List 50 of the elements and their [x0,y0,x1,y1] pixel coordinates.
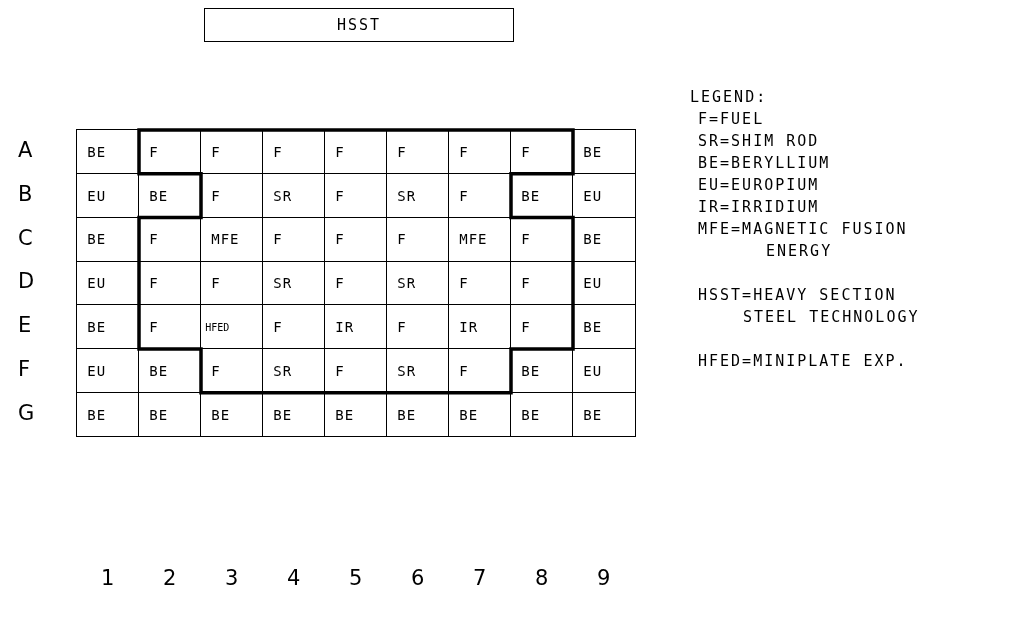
grid-cell: F [510,304,574,350]
grid-cell: BE [572,392,636,438]
column-label: 4 [287,566,301,590]
title-box: HSST [204,8,514,42]
column-label: 8 [535,566,549,590]
legend-entry: MFE=MAGNETIC FUSION ENERGY [698,219,908,262]
grid-cell: F [324,348,388,394]
column-label: 9 [597,566,611,590]
column-label: 7 [473,566,487,590]
grid-cell: SR [262,348,326,394]
column-label: 6 [411,566,425,590]
legend-entry: IR=IRRIDIUM [698,197,820,218]
grid-cell: SR [386,348,450,394]
legend-entry: BE=BERYLLIUM [698,153,831,174]
grid-cell: HFED [200,304,264,350]
legend-title: LEGEND: [690,87,768,108]
legend-entry: F=FUEL [698,109,765,130]
grid-cell: IR [324,304,388,350]
column-label: 5 [349,566,363,590]
grid-cell: BE [76,392,140,438]
column-label: 2 [163,566,177,590]
row-label: E [18,313,32,338]
grid-cell: EU [572,173,636,219]
grid-cell: EU [76,348,140,394]
grid-cell: F [386,304,450,350]
legend-entry: HFED=MINIPLATE EXP. [698,351,908,372]
grid-cell: F [324,173,388,219]
legend-entry: HSST=HEAVY SECTION STEEL TECHNOLOGY [698,285,921,328]
grid-cell: BE [138,392,202,438]
grid-cell: BE [510,392,574,438]
row-label: D [18,269,35,294]
grid-cell: EU [76,173,140,219]
legend-entry: SR=SHIM ROD [698,131,820,152]
row-label: G [18,400,35,425]
column-label: 1 [101,566,115,590]
column-label: 3 [225,566,239,590]
grid-cell: SR [386,173,450,219]
row-label: A [18,137,33,162]
row-label: F [18,356,31,381]
grid-cell: SR [262,173,326,219]
grid-cell: BE [76,129,140,175]
row-label: B [18,181,33,206]
row-label: C [18,225,33,250]
grid-cell: IR [448,304,512,350]
grid-cell: F [262,304,326,350]
grid-cell: F [448,173,512,219]
legend-entry: EU=EUROPIUM [698,175,820,196]
grid-cell: EU [572,348,636,394]
grid-cell: BE [76,304,140,350]
grid-cell: F [448,348,512,394]
